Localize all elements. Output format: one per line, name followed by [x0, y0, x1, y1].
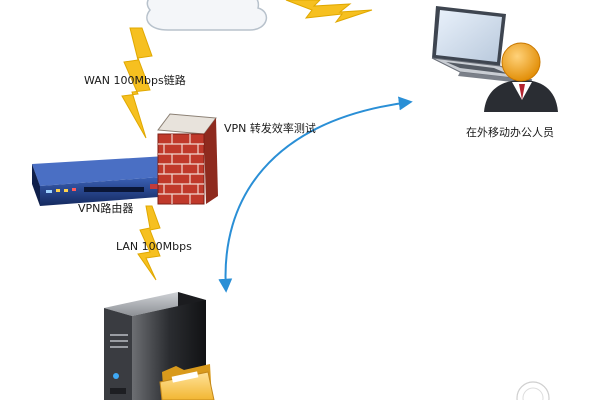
router-label: VPN路由器 — [78, 202, 134, 215]
lan-link-label: LAN 100Mbps — [116, 240, 192, 253]
laptop-icon — [431, 6, 533, 84]
vpn-router-icon — [32, 156, 174, 206]
wan-link-label: WAN 100Mbps链路 — [84, 74, 186, 87]
watermark-logo — [516, 381, 550, 400]
internet-cloud-icon — [146, 0, 268, 31]
lan-link-lightning-icon — [137, 205, 161, 281]
wan-link-lightning-icon — [121, 27, 153, 139]
vpn-tunnel-arrow — [218, 96, 413, 293]
mobile-user-label: 在外移动办公人员 — [466, 126, 554, 139]
vpn-test-label: VPN 转发效率测试 — [224, 122, 316, 135]
wireless-link-lightning-icon — [285, 0, 373, 23]
mobile-user-icon — [484, 42, 558, 112]
folder-icon — [159, 364, 215, 400]
firewall-icon — [157, 113, 218, 205]
